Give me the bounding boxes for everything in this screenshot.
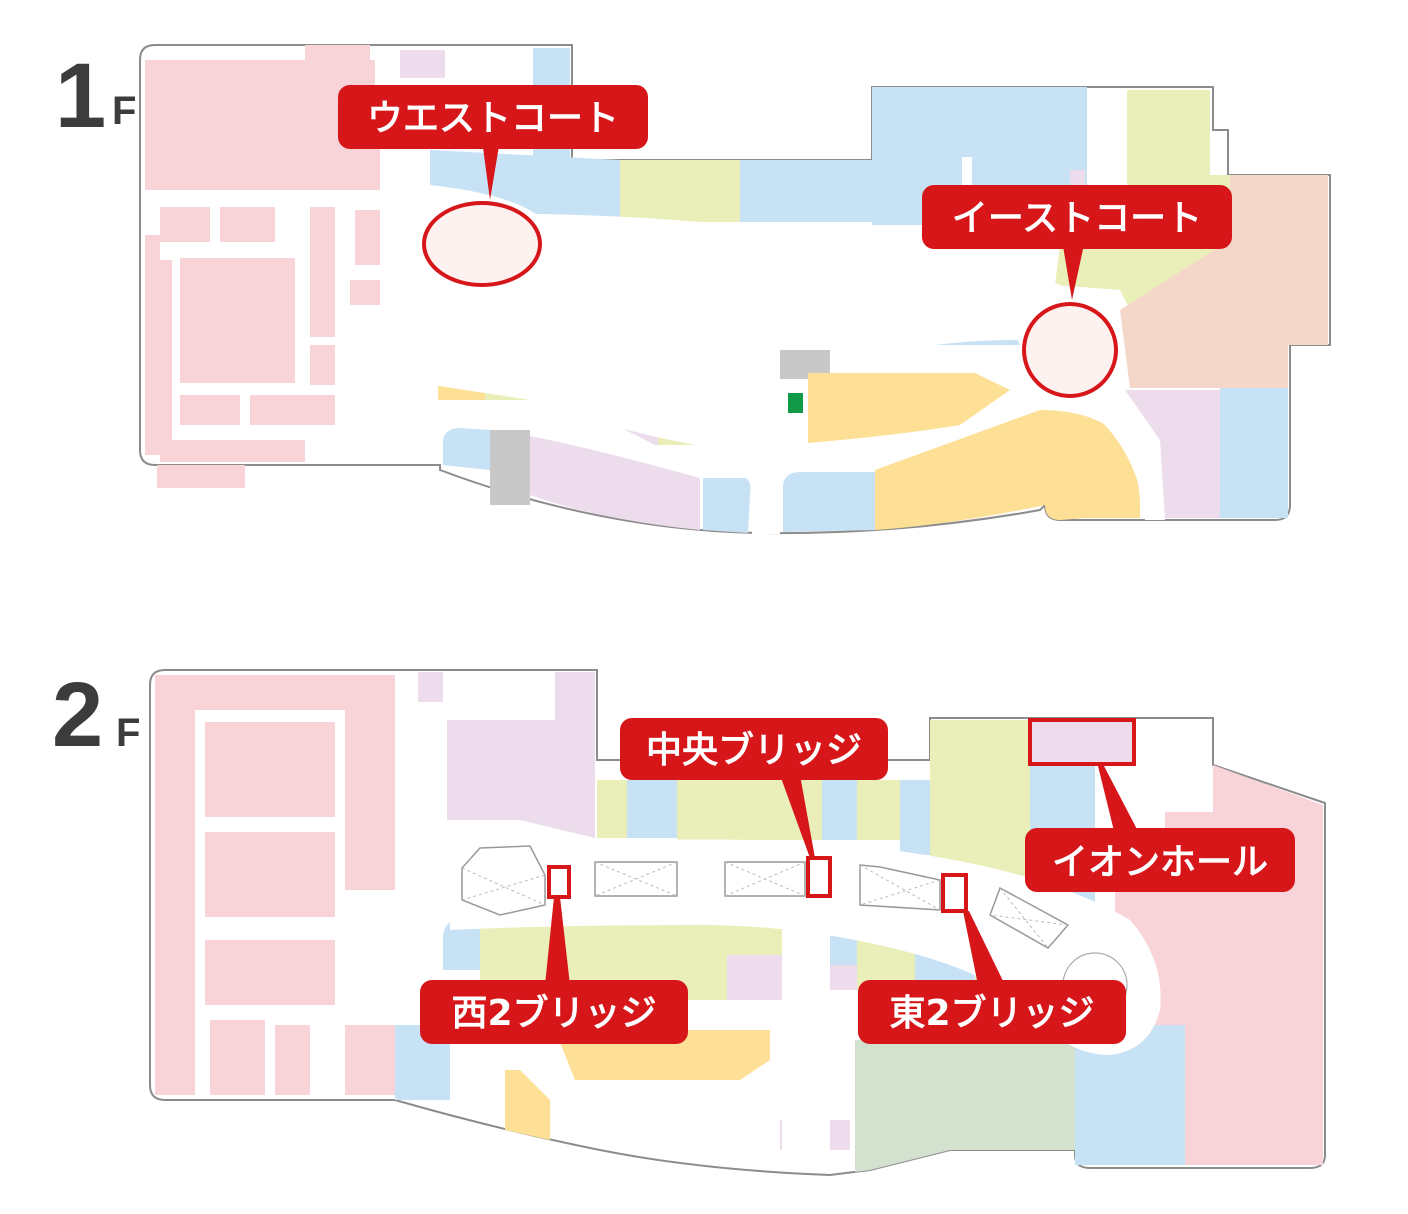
anchor-store-2f bbox=[155, 675, 395, 1095]
east2-bridge-callout[interactable]: 東2ブリッジ bbox=[858, 911, 1126, 1044]
floor-2-map: 2 F bbox=[52, 664, 1326, 1177]
east2-bridge-marker[interactable] bbox=[941, 873, 968, 913]
central-bridge-label: 中央ブリッジ bbox=[646, 729, 862, 771]
west-court-callout[interactable]: ウエストコート bbox=[338, 85, 648, 200]
west-court-marker[interactable] bbox=[422, 201, 542, 287]
west2-bridge-callout[interactable]: 西2ブリッジ bbox=[420, 897, 688, 1044]
east2-bridge-label: 東2ブリッジ bbox=[889, 992, 1094, 1034]
floor-1-unit: F bbox=[112, 89, 136, 133]
aeon-hall-label: イオンホール bbox=[1052, 842, 1268, 883]
floor-1-number: 1 bbox=[55, 45, 106, 147]
aeon-hall-marker[interactable] bbox=[1028, 718, 1136, 766]
anchor-store-1f bbox=[145, 45, 380, 488]
central-bridge-callout[interactable]: 中央ブリッジ bbox=[620, 718, 888, 858]
central-bridge-marker[interactable] bbox=[806, 856, 832, 898]
west-court-label: ウエストコート bbox=[367, 98, 619, 139]
west2-bridge-label: 西2ブリッジ bbox=[451, 992, 656, 1034]
east-court-marker[interactable] bbox=[1022, 302, 1118, 398]
aeon-hall-callout[interactable]: イオンホール bbox=[1025, 766, 1295, 892]
east-court-label: イーストコート bbox=[952, 198, 1202, 239]
east-court-callout[interactable]: イーストコート bbox=[922, 185, 1232, 300]
floor-2-unit: F bbox=[116, 711, 140, 755]
bridge-voids bbox=[461, 845, 1070, 949]
floor-1-map: 1 F bbox=[55, 44, 1331, 535]
floor-2-number: 2 bbox=[52, 664, 103, 766]
west2-bridge-marker[interactable] bbox=[547, 865, 571, 899]
green-marker bbox=[788, 393, 803, 413]
